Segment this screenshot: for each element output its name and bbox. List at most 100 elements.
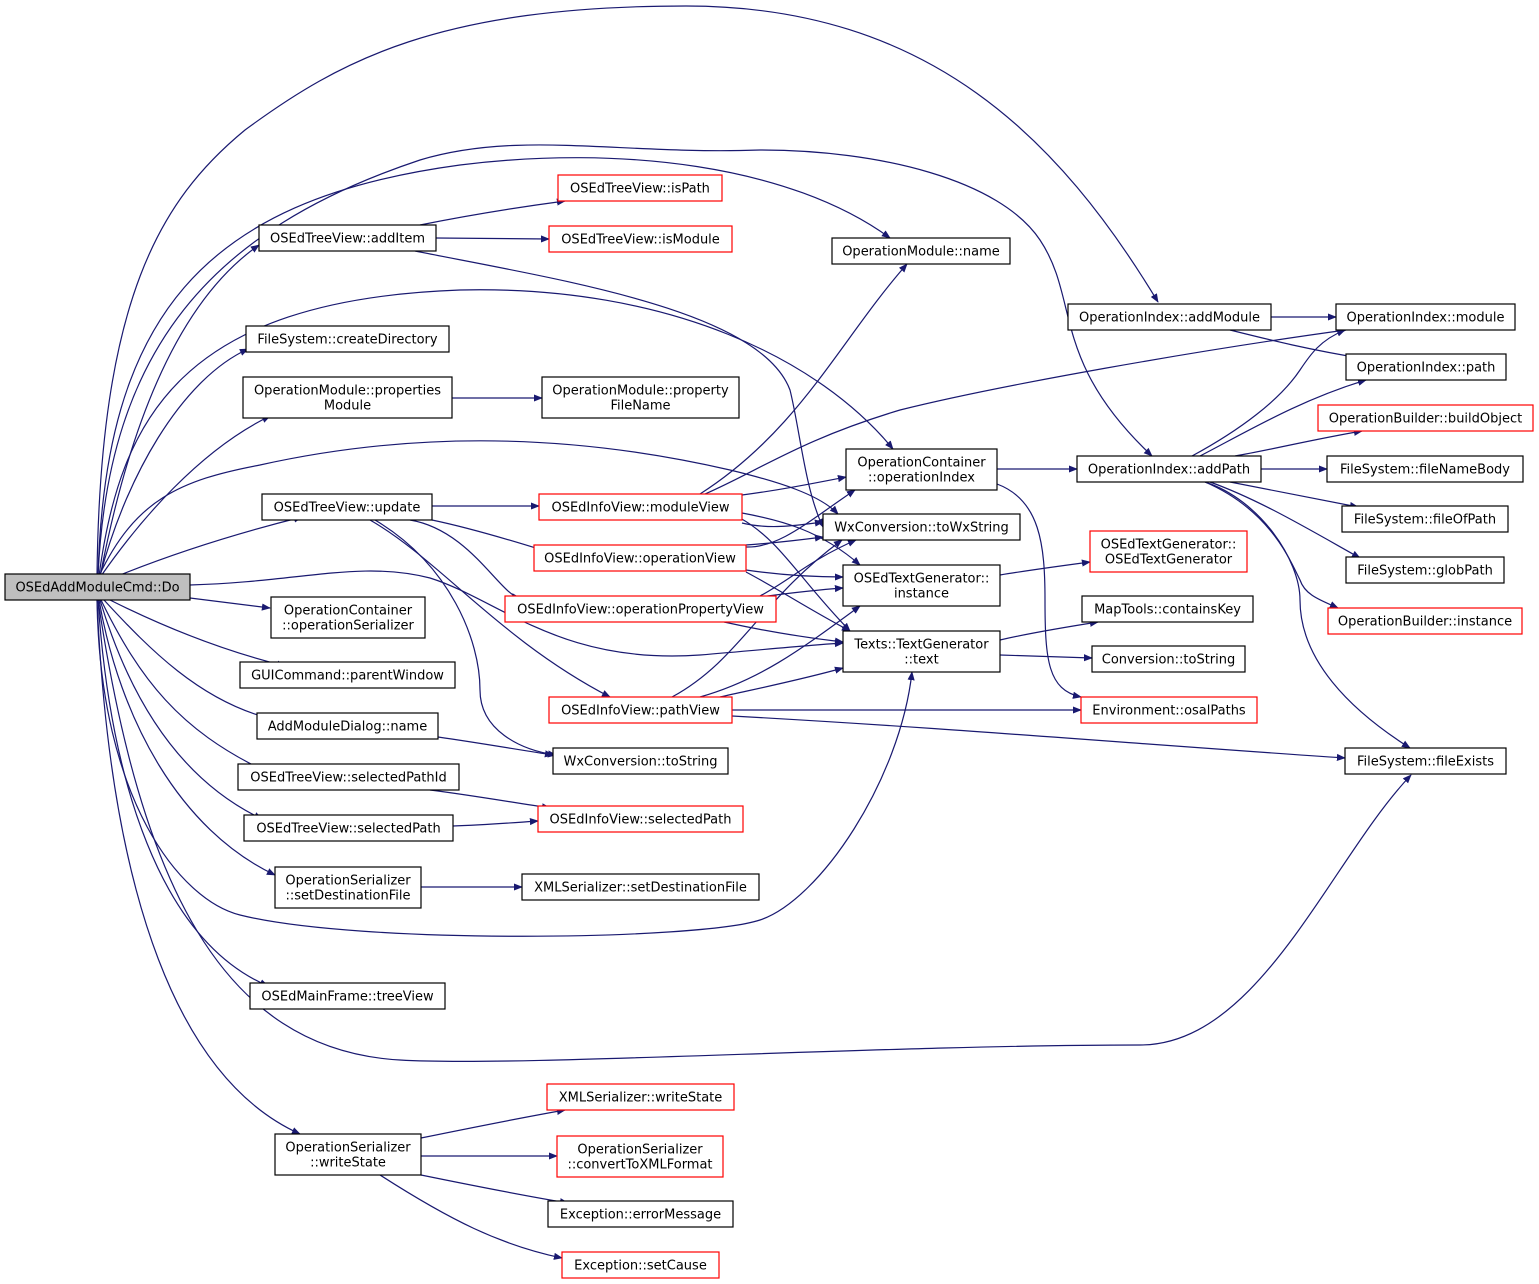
call-edge-texts_text-to-conv_tostring — [999, 654, 1093, 662]
node-box — [557, 174, 723, 202]
call-edge-oi_addpath-to-fs_fileexists — [1204, 481, 1411, 749]
node-label-line: OSEdInfoView::operationView — [544, 552, 736, 567]
call-edge-iv_operationview-to-wx_towxstring — [745, 534, 824, 546]
graph-node-oi_addmodule[interactable]: OperationIndex::addModule — [1067, 303, 1272, 331]
graph-node-iv_pathview[interactable]: OSEdInfoView::pathView — [548, 696, 733, 724]
graph-node-oi_addpath[interactable]: OperationIndex::addPath — [1076, 455, 1262, 483]
graph-node-os_setdest[interactable]: OperationSerializer::setDestinationFile — [274, 866, 422, 909]
call-edge-root-to-tv_selpath — [99, 599, 263, 820]
node-box — [242, 376, 453, 419]
call-edge-root-to-fs_createdir — [99, 348, 249, 577]
graph-node-texts_text[interactable]: Texts::TextGenerator::text — [842, 630, 1001, 673]
graph-node-amd_name[interactable]: AddModuleDialog::name — [256, 712, 439, 740]
graph-node-fs_fileofpath[interactable]: FileSystem::fileOfPath — [1341, 505, 1509, 533]
graph-node-tv_ispath[interactable]: OSEdTreeView::isPath — [557, 174, 723, 202]
graph-node-ob_instance[interactable]: OperationBuilder::instance — [1327, 607, 1523, 635]
graph-node-conv_tostring[interactable]: Conversion::toString — [1091, 645, 1246, 673]
graph-node-tg_ctor[interactable]: OSEdTextGenerator::OSEdTextGenerator — [1089, 530, 1248, 573]
graph-node-xml_setdest[interactable]: XMLSerializer::setDestinationFile — [521, 873, 760, 901]
graph-node-iv_moduleview[interactable]: OSEdInfoView::moduleView — [538, 493, 743, 521]
graph-node-tv_ismodule[interactable]: OSEdTreeView::isModule — [548, 225, 733, 253]
node-label-line: FileName — [610, 399, 670, 414]
graph-node-fs_fileexists[interactable]: FileSystem::fileExists — [1344, 747, 1507, 775]
graph-node-root[interactable]: OSEdAddModuleCmd::Do — [4, 573, 191, 601]
graph-node-tv_update[interactable]: OSEdTreeView::update — [261, 493, 433, 521]
node-label-line: OperationContainer — [284, 604, 413, 619]
node-label-line: ::setDestinationFile — [286, 889, 411, 904]
node-box — [274, 866, 422, 909]
call-edge-texts_text-to-mt_containskey — [999, 619, 1099, 641]
graph-node-fs_createdir[interactable]: FileSystem::createDirectory — [245, 325, 450, 353]
node-box — [258, 224, 437, 252]
call-edge-tv_update-to-iv_operationview — [431, 519, 543, 552]
call-edge-root-to-om_propmodule — [100, 415, 271, 577]
node-box — [1326, 455, 1524, 483]
graph-node-oi_module[interactable]: OperationIndex::module — [1335, 303, 1516, 331]
graph-node-iv_selpath[interactable]: OSEdInfoView::selectedPath — [537, 805, 744, 833]
node-label-line: OperationSerializer — [577, 1143, 703, 1158]
graph-node-tv_selpathid[interactable]: OSEdTreeView::selectedPathId — [237, 763, 460, 791]
call-edge-root-to-oi_addmodule — [96, 5, 1159, 577]
node-box — [504, 595, 777, 623]
graph-node-mt_containskey[interactable]: MapTools::containsKey — [1081, 595, 1254, 623]
call-edge-iv_moduleview-to-om_name — [699, 263, 908, 495]
graph-node-oc_opindex[interactable]: OperationContainer::operationIndex — [845, 448, 998, 491]
graph-node-fs_globpath[interactable]: FileSystem::globPath — [1345, 556, 1505, 584]
graph-node-os_convertxml[interactable]: OperationSerializer::convertToXMLFormat — [556, 1135, 724, 1178]
graph-node-tv_selpath[interactable]: OSEdTreeView::selectedPath — [243, 814, 454, 842]
node-box — [1091, 645, 1246, 673]
node-box — [831, 237, 1011, 265]
graph-node-xml_writestate[interactable]: XMLSerializer::writeState — [546, 1083, 735, 1111]
call-edge-iv_operationview-to-texts_text — [745, 571, 851, 632]
graph-node-fs_filenamebody[interactable]: FileSystem::fileNameBody — [1326, 455, 1524, 483]
call-edge-root-to-oc_opserializer — [189, 597, 271, 611]
node-box — [1081, 595, 1254, 623]
call-edge-root-to-fs_fileexists — [97, 599, 1412, 1062]
node-label-line: MapTools::containsKey — [1094, 603, 1241, 618]
node-label-line: OSEdTreeView::addItem — [270, 232, 425, 247]
node-label-line: Conversion::toString — [1102, 653, 1236, 668]
node-label-line: ::text — [904, 653, 938, 668]
node-label-line: ::operationIndex — [868, 471, 975, 486]
node-label-line: OSEdTreeView::selectedPath — [256, 822, 440, 837]
graph-node-iv_operationview[interactable]: OSEdInfoView::operationView — [533, 544, 747, 572]
graph-node-env_osalpaths[interactable]: Environment::osalPaths — [1080, 696, 1258, 724]
graph-node-ex_errormsg[interactable]: Exception::errorMessage — [547, 1200, 734, 1228]
graph-node-gui_parentwindow[interactable]: GUICommand::parentWindow — [239, 661, 456, 689]
call-edge-tv_update-to-iv_pathview — [369, 519, 611, 698]
node-label-line: OSEdAddModuleCmd::Do — [15, 581, 179, 596]
call-edge-tv_additem-to-wx_towxstring — [414, 250, 824, 528]
call-edge-root-to-os_setdest — [98, 599, 276, 876]
graph-node-ex_setcause[interactable]: Exception::setCause — [561, 1251, 720, 1279]
node-label-line: OSEdInfoView::pathView — [561, 704, 720, 719]
node-box — [845, 448, 998, 491]
call-edge-root-to-om_name — [97, 157, 891, 577]
node-label-line: OSEdTreeView::selectedPathId — [250, 771, 446, 786]
graph-node-ob_buildobject[interactable]: OperationBuilder::buildObject — [1317, 404, 1534, 432]
call-edge-oi_addpath-to-oi_module — [1191, 329, 1346, 457]
node-label-line: FileSystem::globPath — [1357, 564, 1493, 579]
graph-node-oi_path[interactable]: OperationIndex::path — [1345, 353, 1507, 381]
node-label-line: OSEdInfoView::operationPropertyView — [517, 603, 764, 618]
graph-node-os_writestate[interactable]: OperationSerializer::writeState — [274, 1133, 422, 1176]
node-label-line: OperationSerializer — [285, 874, 411, 889]
node-label-line: Environment::osalPaths — [1092, 704, 1246, 719]
graph-node-wx_tostring[interactable]: WxConversion::toString — [552, 747, 729, 775]
graph-node-iv_oppropview[interactable]: OSEdInfoView::operationPropertyView — [504, 595, 777, 623]
graph-node-tv_additem[interactable]: OSEdTreeView::addItem — [258, 224, 437, 252]
graph-node-tg_instance[interactable]: OSEdTextGenerator::instance — [842, 564, 1001, 607]
graph-node-om_name[interactable]: OperationModule::name — [831, 237, 1011, 265]
node-box — [521, 873, 760, 901]
graph-node-wx_towxstring[interactable]: WxConversion::toWxString — [822, 513, 1021, 541]
graph-node-oc_opserializer[interactable]: OperationContainer::operationSerializer — [270, 596, 426, 639]
node-box — [561, 1251, 720, 1279]
node-box — [822, 513, 1021, 541]
call-edge-root-to-gui_parentwindow — [109, 599, 286, 668]
node-label-line: ::operationSerializer — [282, 619, 414, 634]
graph-node-mf_treeview[interactable]: OSEdMainFrame::treeView — [249, 982, 446, 1010]
call-edge-amd_name-to-wx_tostring — [437, 736, 554, 758]
node-box — [541, 376, 740, 419]
node-box — [249, 982, 446, 1010]
